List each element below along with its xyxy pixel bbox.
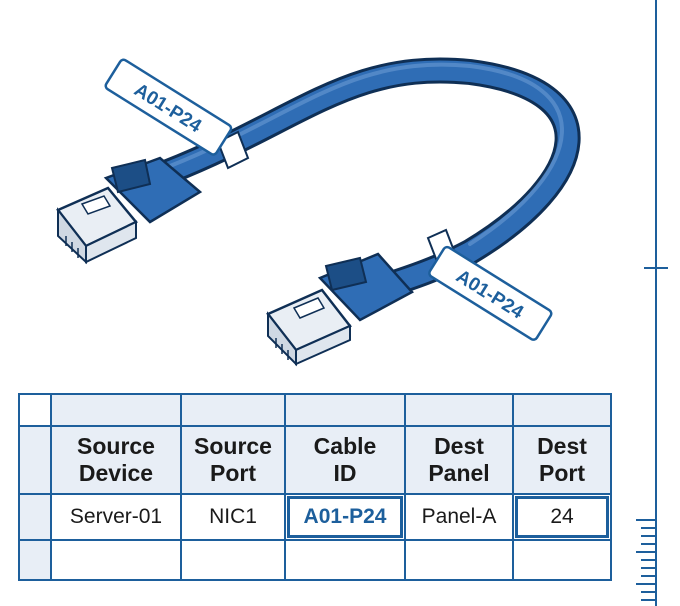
ruler-decoration bbox=[636, 0, 668, 606]
cell-cable-id: A01-P24 bbox=[284, 493, 406, 541]
cable bbox=[155, 57, 581, 299]
cable-tag-bottom: A01-P24 bbox=[428, 245, 553, 341]
table-header-pad-row bbox=[18, 393, 612, 427]
label-sleeve-top bbox=[216, 130, 250, 170]
corner-cell bbox=[18, 393, 52, 427]
rj45-connector-top bbox=[56, 156, 203, 265]
table-row: Server-01 NIC1 A01-P24 Panel-A 24 bbox=[18, 493, 612, 541]
cell-dest-port: 24 bbox=[512, 493, 612, 541]
table-empty-row bbox=[18, 539, 612, 581]
cable-tag-top: A01-P24 bbox=[104, 58, 233, 156]
cell-dest-panel: Panel-A bbox=[404, 493, 514, 541]
cell-source-port: NIC1 bbox=[180, 493, 286, 541]
cell-source-device: Server-01 bbox=[50, 493, 182, 541]
rj45-connector-bottom bbox=[266, 252, 414, 367]
